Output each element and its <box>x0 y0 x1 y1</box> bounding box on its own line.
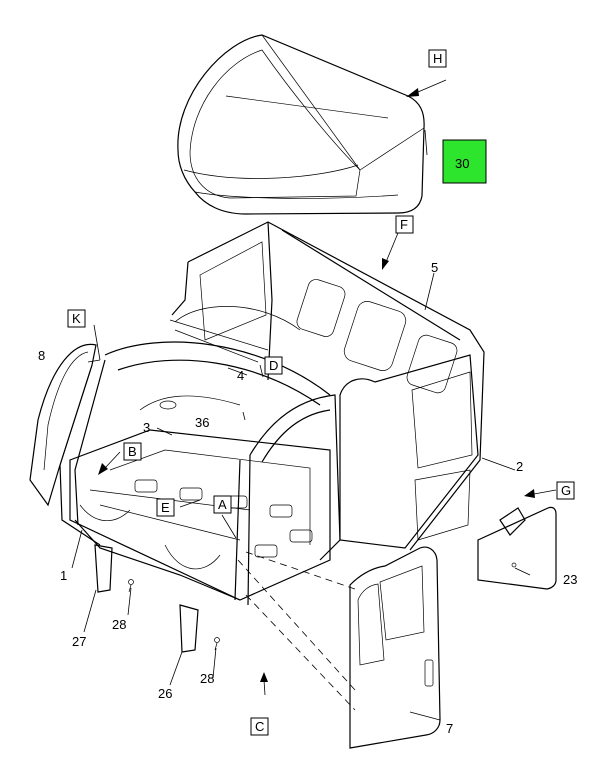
callout-numbers: 1 2 3 4 5 7 8 23 26 27 28 28 36 <box>38 260 577 736</box>
view-label-f: F <box>400 217 408 232</box>
callout-28-top: 28 <box>112 617 126 632</box>
callout-27: 27 <box>72 634 86 649</box>
callout-28-bottom: 28 <box>200 671 214 686</box>
callout-3: 3 <box>143 420 150 435</box>
view-label-a: A <box>218 497 227 512</box>
callout-8: 8 <box>38 348 45 363</box>
cab-frame <box>29 221 485 653</box>
view-labels: H F K D B A E G C <box>67 49 575 736</box>
access-cover <box>477 506 557 590</box>
roof-panel <box>177 34 425 215</box>
callout-36: 36 <box>195 415 209 430</box>
view-label-h: H <box>433 51 442 66</box>
view-label-c: C <box>255 719 264 734</box>
view-label-g: G <box>561 483 571 498</box>
leader-lines <box>71 129 531 721</box>
callout-5: 5 <box>431 260 438 275</box>
view-label-b: B <box>128 444 137 459</box>
callout-30: 30 <box>455 156 469 171</box>
callout-1: 1 <box>60 568 67 583</box>
callout-26: 26 <box>158 686 172 701</box>
callout-30-highlight[interactable]: 30 <box>442 139 487 184</box>
callout-23: 23 <box>563 572 577 587</box>
callout-7: 7 <box>446 721 453 736</box>
view-label-e: E <box>161 500 170 515</box>
callout-2: 2 <box>516 459 523 474</box>
view-label-d: D <box>269 358 278 373</box>
right-door <box>349 546 441 749</box>
callout-4: 4 <box>237 368 244 383</box>
view-label-k: K <box>72 311 81 326</box>
